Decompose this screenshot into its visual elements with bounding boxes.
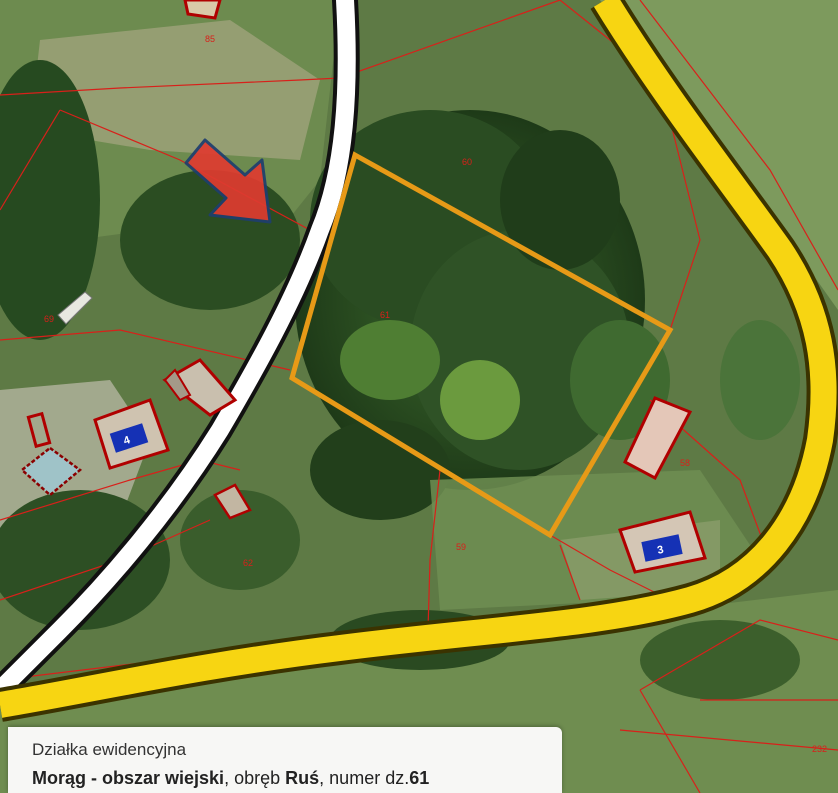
buildings: 4 3 [20, 0, 707, 574]
building-number-3: 3 [656, 544, 664, 557]
main-road [0, 0, 838, 722]
building-small-road[interactable] [213, 483, 252, 520]
parcel-info-panel: Działka ewidencyjna Morąg - obszar wiejs… [8, 727, 562, 793]
building-4[interactable]: 4 [93, 398, 170, 470]
precinct: Ruś [285, 768, 320, 788]
selected-parcel[interactable] [289, 151, 674, 539]
parcel-label-59: 59 [456, 542, 466, 552]
building-diamond[interactable] [20, 446, 83, 497]
parcel-label-60: 60 [462, 157, 472, 167]
parcel-label-232: 232 [812, 744, 827, 754]
number-prefix: numer dz. [329, 768, 410, 788]
municipality: Morąg - obszar wiejski [32, 768, 225, 788]
parcel-info-title: Działka ewidencyjna [32, 740, 187, 759]
parcel-info-details: Morąg - obszar wiejski, obręb Ruś, numer… [32, 768, 430, 788]
parcel-number-labels: 85 61 60 69 58 59 62 232 [44, 34, 827, 754]
parcel-label-61: 61 [380, 310, 390, 320]
building-shed-left[interactable] [162, 358, 238, 417]
building-top-left[interactable] [183, 0, 222, 20]
building-3[interactable]: 3 [618, 510, 707, 574]
building-58[interactable] [623, 396, 693, 481]
parcel-label-62: 62 [243, 558, 253, 568]
building-number-4: 4 [122, 434, 132, 448]
caravan[interactable] [57, 291, 93, 325]
precinct-prefix: obręb [234, 768, 281, 788]
parcel-label-58: 58 [680, 458, 690, 468]
local-road [0, 0, 360, 703]
parcel-number: 61 [409, 768, 430, 788]
parcel-label-69: 69 [44, 314, 54, 324]
parcel-label-85: 85 [205, 34, 215, 44]
arrow-pointer-icon [184, 138, 272, 224]
building-small-left[interactable] [26, 411, 52, 449]
